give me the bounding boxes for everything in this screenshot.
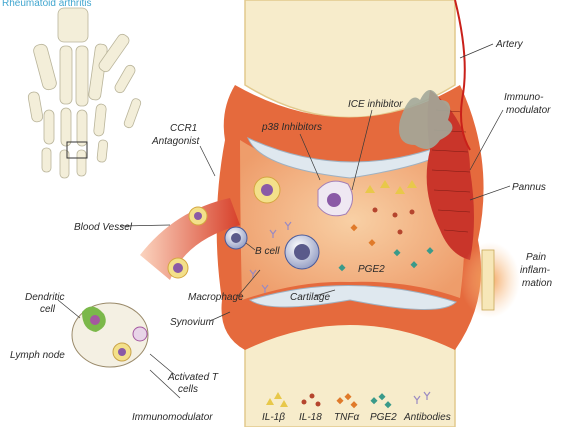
label-lymph-node: Lymph node: [10, 350, 65, 361]
label-ccr1-1: CCR1: [170, 123, 197, 134]
svg-text:IL-18: IL-18: [299, 412, 322, 423]
hand-skeleton-illustration: [27, 8, 141, 178]
label-b-cell: B cell: [255, 246, 280, 257]
cell-in-vessel: [189, 207, 207, 225]
label-cartilage: Cartilage: [290, 292, 330, 303]
cartilage-damage-cells: [482, 250, 494, 310]
label-pannus: Pannus: [512, 182, 546, 193]
label-synovium: Synovium: [170, 317, 214, 328]
lymph-node: [72, 303, 148, 367]
label-pge2: PGE2: [358, 264, 385, 275]
label-dendritic-1: Dendritic: [25, 292, 64, 303]
label-immunomodulator-top-1: Immuno-: [504, 92, 544, 103]
label-dendritic-2: cell: [40, 304, 56, 315]
label-blood-vessel: Blood Vessel: [74, 222, 133, 233]
label-ice-inhibitor: ICE inhibitor: [348, 99, 403, 110]
ccr1-target-cell: [254, 177, 280, 203]
svg-text:IL-1β: IL-1β: [262, 412, 285, 423]
label-immunomodulator-top-2: modulator: [506, 105, 551, 116]
svg-text:TNFα: TNFα: [334, 412, 359, 423]
macrophage-cell: [285, 235, 319, 269]
macrophage-cell-small: [168, 258, 188, 278]
label-artery: Artery: [495, 39, 524, 50]
label-pain-3: mation: [522, 278, 552, 289]
b-cell: [225, 227, 247, 249]
p38-target-cell: [318, 181, 353, 216]
label-immunomodulator-bottom: Immunomodulator: [132, 412, 213, 423]
svg-text:Antibodies: Antibodies: [403, 412, 451, 423]
label-ccr1-2: Antagonist: [151, 136, 200, 147]
label-p38-inhibitors: p38 Inhibitors: [261, 122, 322, 133]
label-pain-2: inflam-: [520, 265, 551, 276]
label-activated-t-2: cells: [178, 384, 198, 395]
svg-text:PGE2: PGE2: [370, 412, 397, 423]
label-macrophage: Macrophage: [188, 292, 244, 303]
label-activated-t-1: Activated T: [167, 372, 219, 383]
label-pain-1: Pain: [526, 252, 546, 263]
